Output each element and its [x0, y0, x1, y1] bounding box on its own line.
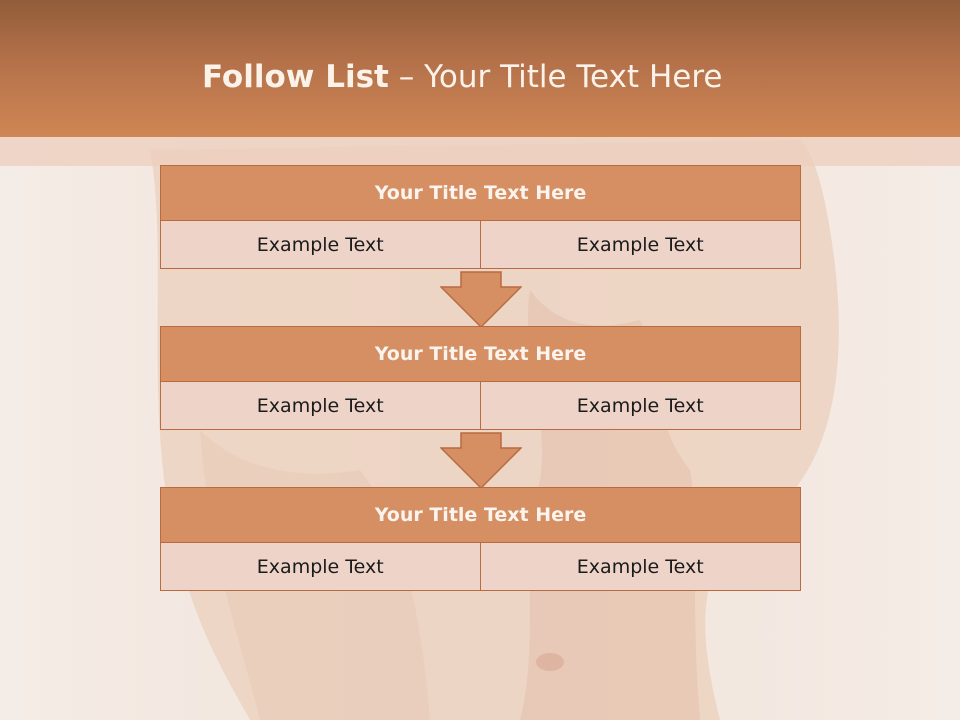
step-cell-right: Example Text: [480, 221, 801, 269]
step-title: Your Title Text Here: [160, 165, 801, 221]
step-block-3: Your Title Text Here Example Text Exampl…: [160, 487, 801, 591]
step-row: Example Text Example Text: [160, 543, 801, 591]
step-cell-right: Example Text: [480, 382, 801, 430]
step-row: Example Text Example Text: [160, 382, 801, 430]
step-cell-left: Example Text: [160, 221, 481, 269]
step-cell-right: Example Text: [480, 543, 801, 591]
step-cell-left: Example Text: [160, 543, 481, 591]
down-arrow-icon: [440, 271, 522, 329]
step-row: Example Text Example Text: [160, 221, 801, 269]
step-title: Your Title Text Here: [160, 326, 801, 382]
slide-title-rest: – Your Title Text Here: [388, 59, 723, 95]
slide-title-bold: Follow List: [202, 59, 389, 95]
step-block-1: Your Title Text Here Example Text Exampl…: [160, 165, 801, 269]
step-cell-left: Example Text: [160, 382, 481, 430]
header-band: [0, 137, 960, 166]
slide-title: Follow List – Your Title Text Here: [202, 57, 722, 97]
step-block-2: Your Title Text Here Example Text Exampl…: [160, 326, 801, 430]
step-title: Your Title Text Here: [160, 487, 801, 543]
header-bar: [0, 0, 960, 137]
down-arrow-icon: [440, 432, 522, 490]
